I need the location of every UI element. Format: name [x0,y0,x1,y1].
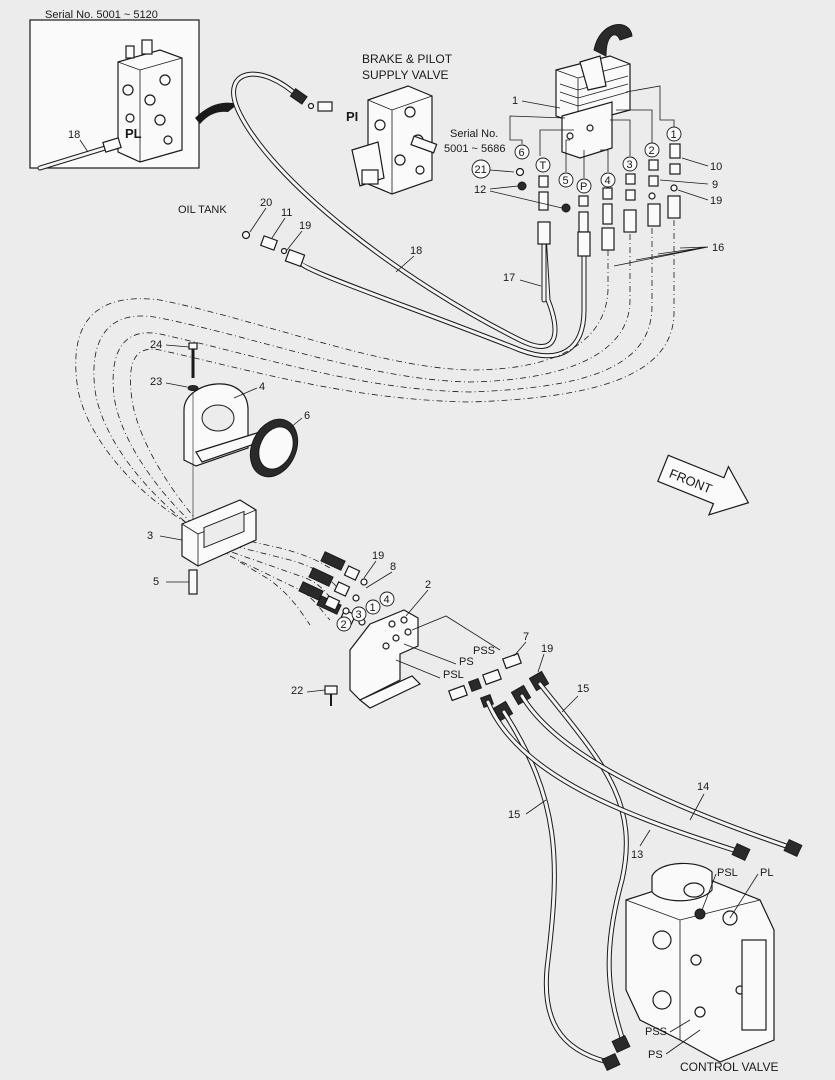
callout-22: 22 [291,685,303,697]
hose-18 [231,71,558,349]
pilot-hose-bundle [75,220,675,626]
bracket-4 [183,383,267,467]
callout-19-manifold: 19 [372,550,384,562]
serial-inset: Serial No. 5001 ~ 5120 PL 18 [29,9,238,171]
bracket-2 [349,609,422,709]
callout-6: 6 [304,410,310,422]
hose-from-p-port [284,221,615,359]
port-pss-bottom: PSS [645,1026,667,1038]
hose-15b-end [601,1052,621,1072]
port-circle-5: 5 [563,175,569,187]
hose-15 [501,681,629,1065]
manifold-circled-labels: 4 1 3 2 [336,591,395,632]
inset-port-pl: PL [125,126,142,141]
port-circle-21: 21 [475,164,487,176]
serial-inset-label: Serial No. 5001 ~ 5120 [45,9,158,21]
grommet-6 [249,418,299,478]
hose-14-end [783,838,803,858]
manifold-circle-3: 3 [356,609,362,621]
callout-8: 8 [390,561,396,573]
callout-3: 3 [147,530,153,542]
port-circle-4: 4 [605,175,611,187]
serial-main-2: 5001 ~ 5686 [444,143,505,155]
callout-11: 11 [281,207,292,219]
brake-pilot-supply-valve [351,85,438,195]
callout-15-top: 15 [577,683,589,695]
callout-16: 16 [712,242,724,254]
joystick-pilot-valve [555,24,633,159]
oil-tank-fittings [241,230,288,255]
port-ps-top: PS [459,656,474,668]
callout-19-port: 19 [541,643,553,655]
port-pl-bottom: PL [760,867,773,879]
port-circle-3: 3 [627,159,633,171]
manifold-hose-ends [298,551,368,626]
serial-main-1: Serial No. [450,128,498,140]
port-psl-bottom: PSL [717,867,738,879]
callout-12: 12 [474,184,486,196]
bolt-24 [188,342,198,378]
washer-23 [187,385,199,391]
control-valve [625,862,775,1063]
inset-pointer-arrow [195,102,238,124]
hose-14 [519,693,795,851]
front-arrow: FRONT [657,454,750,516]
port-circle-6: 6 [519,147,525,159]
callout-2: 2 [425,579,431,591]
callout-19-valve: 19 [710,195,722,207]
hose-13-end [731,842,751,862]
callout-4: 4 [259,381,265,393]
callout-18: 18 [410,245,422,257]
callout-10: 10 [710,161,722,173]
callout-13: 13 [631,849,643,861]
port-circle-p: P [580,181,587,193]
callout-20: 20 [260,197,272,209]
callout-9: 9 [712,179,718,191]
callout-7: 7 [523,631,529,643]
callout-14: 14 [697,781,709,793]
manifold-circle-2: 2 [341,619,347,631]
manifold-circle-1: 1 [370,602,376,614]
port-pss-top: PSS [473,645,495,657]
bolt-22 [324,685,338,706]
pi-fitting [307,101,333,112]
inset-valve [117,39,183,163]
callout-24: 24 [150,339,162,351]
callout-5: 5 [153,576,159,588]
pin-5 [188,569,198,595]
brake-pilot-title-1: BRAKE & PILOT [362,52,453,66]
callout-18-inset: 18 [68,129,80,141]
port-pi: PI [346,109,358,124]
port-leader-lines [509,85,675,178]
callout-1: 1 [512,95,518,107]
port-psl-top: PSL [443,669,464,681]
clamp-3 [181,499,257,567]
callout-19-tank: 19 [299,220,311,232]
oil-tank-label: OIL TANK [178,204,227,216]
port-circle-1: 1 [671,129,677,141]
callout-15-bottom: 15 [508,809,520,821]
callout-17: 17 [503,272,515,284]
callout-23: 23 [150,376,162,388]
hose-15a-end [611,1034,631,1054]
hose-13 [485,699,743,855]
valve-fittings [517,143,681,233]
circled-port-labels: 6 T 5 P 4 3 2 1 21 [471,126,682,194]
manifold-circle-4: 4 [384,594,390,606]
port-circle-t: T [540,160,547,172]
control-valve-label: CONTROL VALVE [680,1060,778,1074]
port-ps-bottom: PS [648,1049,663,1061]
port-circle-2: 2 [649,145,655,157]
brake-pilot-title-2: SUPPLY VALVE [362,68,449,82]
